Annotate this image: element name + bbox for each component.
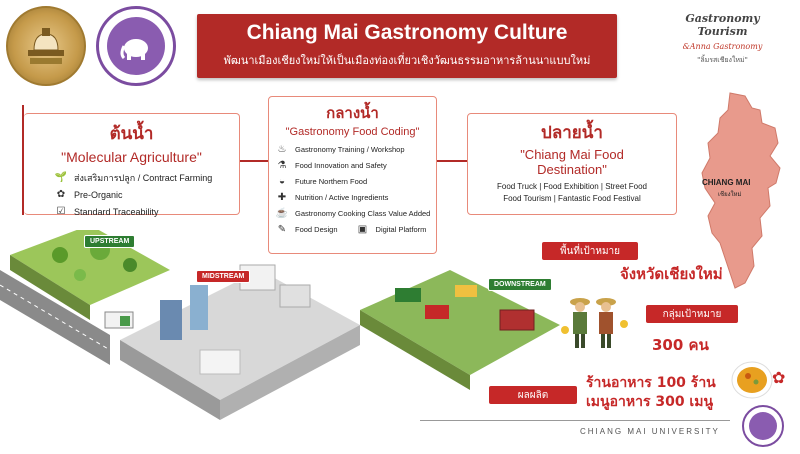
upstream-label: UPSTREAM — [84, 235, 136, 248]
list-item: ☑Standard Traceability — [54, 203, 239, 220]
map-shape — [701, 92, 781, 289]
list-item: ✿Pre-Organic — [54, 186, 239, 203]
list-item: 🌱ส่งเสริมการปลูก / Contract Farming — [54, 172, 213, 183]
output-tag: ผลผลิต — [489, 386, 577, 404]
list-item: ⚗Food Innovation and Safety — [275, 157, 436, 173]
gastronomy-tourism-logo: Gastronomy Tourism &Anna Gastronomy "ลิ้… — [660, 12, 785, 72]
flask-icon: ⚗ — [277, 159, 287, 171]
upstream-title: ต้นน้ำ — [109, 124, 154, 143]
downstream-line-2: Food Tourism | Fantastic Food Festival — [503, 194, 641, 203]
output-line-2: เมนูอาหาร 300 เมนู — [586, 394, 714, 410]
cooking-class-icon: ☕ — [275, 207, 289, 219]
digital-platform-icon: ▣ — [357, 223, 368, 235]
flower-decoration-icon: ✿ — [772, 368, 786, 387]
midstream-label: MIDSTREAM — [196, 270, 251, 283]
seedling-icon: 🌱 — [54, 172, 68, 183]
connector-upstream-midstream — [240, 160, 268, 162]
food-design-icon: ✎ — [277, 223, 287, 235]
farmers-icon — [561, 298, 628, 348]
target-group-tag: กลุ่มเป้าหมาย — [646, 305, 738, 323]
downstream-subtitle-1: "Chiang Mai Food — [520, 147, 624, 162]
isometric-scene — [0, 225, 560, 420]
connector-vertical-left — [22, 105, 24, 215]
target-group-value: 300 คน — [652, 336, 709, 354]
elephant-icon — [749, 412, 777, 440]
logo-line-2: &Anna Gastronomy — [682, 42, 763, 51]
connector-midstream-downstream — [437, 160, 467, 162]
title-banner: Chiang Mai Gastronomy Culture พัฒนาเมือง… — [197, 14, 617, 78]
provincial-seal-logo — [6, 6, 86, 86]
farmers-illustration — [560, 290, 630, 352]
list-item: ◒Future Northern Food — [275, 173, 436, 189]
upstream-subtitle: "Molecular Agriculture" — [61, 149, 202, 165]
bowl-icon: ◒ — [278, 175, 286, 187]
target-area-tag: พื้นที่เป้าหมาย — [542, 242, 638, 260]
footer-university-seal — [742, 405, 784, 447]
target-area-value: จังหวัดเชียงใหม่ — [620, 265, 723, 283]
elephant-icon — [28, 28, 64, 64]
downstream-title: ปลายน้ำ — [541, 123, 603, 142]
food-chain-illustration: UPSTREAM MIDSTREAM DOWNSTREAM — [0, 225, 560, 450]
downstream-label: DOWNSTREAM — [488, 278, 552, 291]
leaf-icon: ✿ — [56, 189, 66, 200]
list-item: ♨Gastronomy Training / Workshop — [275, 141, 436, 157]
upstream-card: ต้นน้ำ "Molecular Agriculture" 🌱ส่งเสริม… — [24, 113, 240, 217]
midstream-subtitle: "Gastronomy Food Coding" — [285, 126, 420, 138]
map-label-en: CHIANG MAI — [702, 178, 751, 187]
elephant-icon — [120, 39, 148, 60]
midstream-title: กลางน้ำ — [326, 105, 379, 122]
output-line-1: ร้านอาหาร 100 ร้าน — [586, 375, 716, 391]
page-subtitle: พัฒนาเมืองเชียงใหม่ให้เป็นเมืองท่องเที่ย… — [223, 54, 591, 67]
list-item: ✚Nutrition / Active Ingredients — [275, 189, 436, 205]
page-title: Chiang Mai Gastronomy Culture — [246, 21, 568, 44]
downstream-subtitle-2: Destination" — [537, 162, 607, 177]
curry-bowl-icon — [731, 361, 773, 399]
food-dish-illustration — [728, 358, 776, 402]
logo-line-3: "ลิ้มรสเชียงใหม่" — [697, 56, 748, 64]
list-item: ☕Gastronomy Cooking Class Value Added — [275, 207, 431, 219]
chiang-mai-map: CHIANG MAI เชียงใหม่ — [690, 88, 790, 293]
downstream-card: ปลายน้ำ "Chiang Mai Food Destination" Fo… — [467, 113, 677, 215]
footer-university: CHIANG MAI UNIVERSITY — [580, 427, 720, 436]
downstream-line-1: Food Truck | Food Exhibition | Street Fo… — [496, 182, 647, 191]
logo-line-1: Gastronomy Tourism — [685, 12, 760, 38]
midstream-card: กลางน้ำ "Gastronomy Food Coding" ♨Gastro… — [268, 96, 437, 254]
checklist-icon: ☑ — [56, 206, 66, 217]
footer-divider — [420, 420, 730, 421]
chef-hat-icon: ♨ — [277, 143, 287, 155]
map-label-th: เชียงใหม่ — [718, 191, 742, 198]
nutrition-icon: ✚ — [277, 191, 287, 203]
university-seal-logo — [96, 6, 176, 86]
list-item: ✎Food Design ▣Digital Platform — [275, 221, 436, 237]
